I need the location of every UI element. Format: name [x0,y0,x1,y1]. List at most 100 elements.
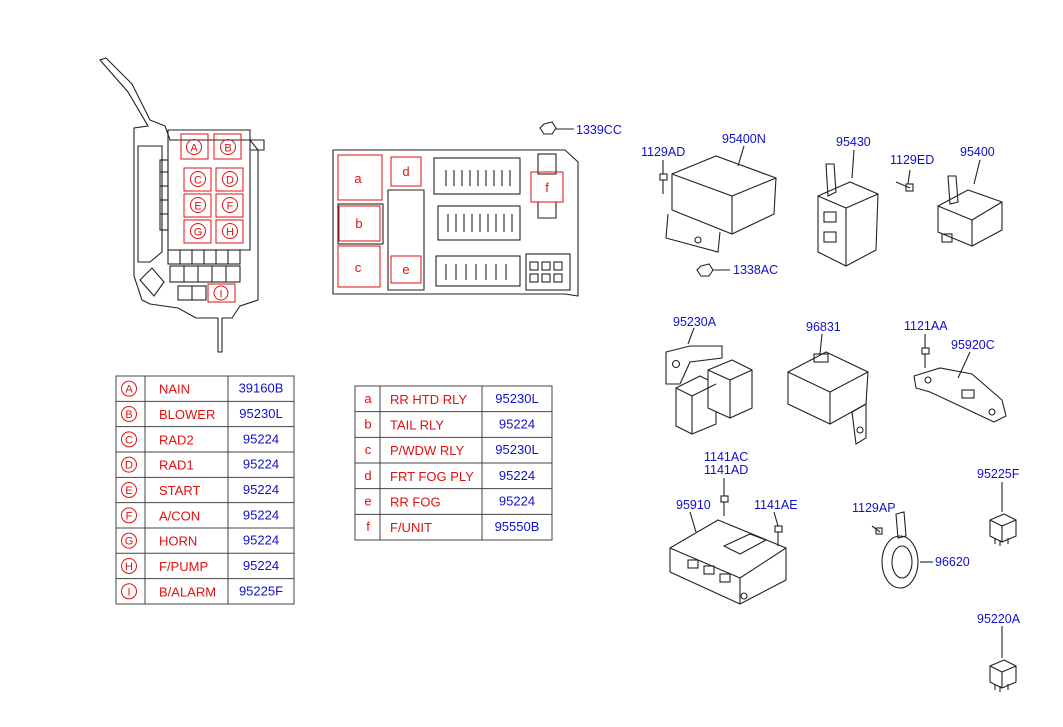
legend-symbol: D [125,460,133,472]
relay-label-c: c [355,260,362,275]
nut-1338ac [696,263,730,277]
legend-part-number: 95224 [243,533,279,548]
legend-symbol: A [125,384,133,396]
relay-label-e: e [402,262,409,277]
relay-95220a [989,626,1017,692]
callout-95400: 95400 [960,145,995,159]
legend-symbol: G [125,536,134,548]
legend-symbol: d [364,468,371,483]
legend-symbol-circle [121,532,137,549]
bolt-1121aa [921,334,930,368]
bolt-1129ed [895,169,914,192]
bolt-1141ae [773,511,783,546]
legend-symbol: E [125,485,132,497]
legend-name: FRT FOG PLY [390,469,474,484]
legend-symbol-circle [121,507,137,524]
fuse-label-g: G [194,227,203,239]
callout-95230a: 95230A [673,315,717,329]
legend-part-number: 95224 [243,558,279,573]
legend-name: RAD1 [159,458,194,473]
legend-symbol: c [365,442,372,457]
relay-95430 [817,149,879,267]
legend-symbol-circle [121,557,137,574]
relay-box-label-set: a d b c e f [337,154,564,288]
legend-symbol: e [364,494,371,509]
legend-part-number: 95224 [499,468,535,483]
callout-95430: 95430 [836,135,871,149]
nut-1339cc [539,121,574,135]
legend-symbol-circle [121,380,137,397]
callout-1141ae: 1141AE [754,498,798,512]
legend-symbol: B [125,409,132,421]
relay-label-b: b [355,216,362,231]
fuse-label-h: H [226,227,234,239]
callout-1141ac: 1141AC [704,450,748,464]
legend-symbol-circle [121,431,137,448]
legend-part-number: 95230L [495,442,538,457]
legend-symbol: C [125,434,133,446]
relay-95400 [937,159,1003,247]
legend-name: HORN [159,534,197,549]
fuse-box-label-set: A B C D E F G H I [180,133,244,303]
legend-name: RAD2 [159,432,194,447]
legend-part-number: 39160B [239,381,284,396]
legend-name: P/WDW RLY [390,443,464,458]
callout-95400n: 95400N [722,132,766,146]
callout-95910: 95910 [676,498,711,512]
legend-name: RR HTD RLY [390,392,467,407]
relay-label-f: f [545,180,549,195]
callout-96620: 96620 [935,555,970,569]
fuse-label-c: C [194,175,202,187]
legend-part-number: 95224 [243,457,279,472]
legend-symbol: I [127,586,130,598]
legend-symbol: a [364,391,372,406]
legend-part-number: 95224 [243,507,279,522]
relay-box [332,149,579,297]
legend-name: TAIL RLY [390,418,444,433]
legend-symbol-circle [121,456,137,473]
callout-1129ed: 1129ED [890,153,934,167]
legend-name: NAIN [159,382,190,397]
relay-95230a [665,327,753,435]
legend-part-number: 95230L [495,391,538,406]
callout-95920c: 95920C [951,338,995,352]
legend-name: START [159,483,200,498]
bolt-1129ap [871,525,883,535]
bolt-1141ac [720,478,729,516]
fuse-label-a: A [190,143,198,155]
legend-symbol: f [366,519,370,534]
legend-symbol: b [364,417,371,432]
module-95400n [665,145,777,253]
legend-name: BLOWER [159,407,215,422]
horn-96620 [881,511,933,589]
callout-1339cc: 1339CC [576,123,622,137]
fuse-label-f: F [227,201,234,213]
legend-name: B/ALARM [159,584,216,599]
legend-symbol-circle [121,583,137,600]
fuse-label-d: D [226,175,234,187]
legend-name: F/UNIT [390,520,432,535]
legend-symbol-circle [121,481,137,498]
fuse-label-e: E [194,201,201,213]
legend-name: RR FOG [390,495,441,510]
legend-symbol: F [126,510,133,522]
callout-1141ad: 1141AD [704,463,748,477]
legend-table-upper: A NAIN 39160B B BLOWER 95230L C RAD2 95224 D RAD1 9… [115,375,295,605]
relay-95225f [989,482,1017,546]
legend-part-number: 95224 [499,494,535,509]
legend-name: A/CON [159,508,200,523]
legend-name: F/PUMP [159,559,208,574]
sensor-95920c [913,351,1007,423]
callout-96831: 96831 [806,320,841,334]
legend-part-number: 95230L [239,406,282,421]
relay-label-a: a [354,171,362,186]
callout-1338ac: 1338AC [733,263,778,277]
legend-part-number: 95550B [495,519,540,534]
engine-fuse-box [99,57,265,353]
callout-1121aa: 1121AA [904,319,948,333]
fuse-label-i: I [219,289,222,301]
callout-1129ap: 1129AP [852,501,896,515]
module-96831 [787,333,869,445]
relay-label-d: d [402,164,409,179]
